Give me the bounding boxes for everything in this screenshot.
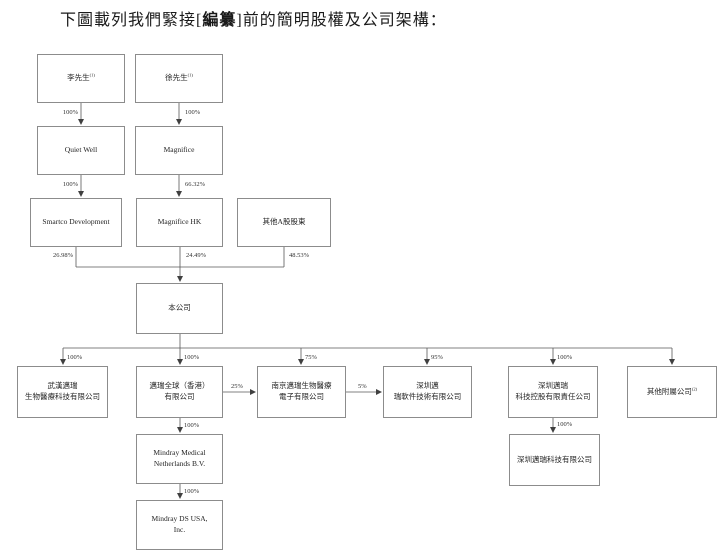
node-mindray-ds-usa-label: Mindray DS USA, Inc. — [151, 514, 208, 534]
pct-li-to-quiet-well: 100% — [62, 109, 78, 116]
node-smartco: Smartco Development — [30, 198, 122, 247]
node-magnifice-hk-label: Magnifice HK — [157, 217, 202, 227]
pct-company-to-nanjing: 75% — [305, 354, 317, 361]
pct-nanjing-to-sz-software: 5% — [358, 383, 367, 390]
node-mr-xu: 徐先生(1) — [135, 54, 223, 103]
node-mr-li-label: 李先生(1) — [67, 72, 95, 83]
node-other-a-shareholders-label: 其他A股股東 — [262, 217, 306, 227]
node-wuhan-mindray-label: 武漢邁瑞 生物醫療科技有限公司 — [25, 381, 100, 401]
pct-xu-to-magnifice: 100% — [185, 109, 201, 116]
node-shenzhen-mindray-software-label: 深圳邁 瑞軟件技術有限公司 — [393, 381, 462, 401]
node-nanjing-mindray-label: 南京邁瑞生物醫療 電子有限公司 — [271, 381, 332, 401]
node-mindray-netherlands-label: Mindray Medical Netherlands B.V. — [153, 448, 206, 468]
pct-company-to-sz-software: 95% — [431, 354, 443, 361]
node-company-label: 本公司 — [168, 303, 191, 313]
node-shenzhen-mindray-tech-holding: 深圳邁瑞 科技控股有限責任公司 — [508, 366, 598, 418]
pct-company-to-global-hk: 100% — [184, 354, 200, 361]
node-mindray-ds-usa: Mindray DS USA, Inc. — [136, 500, 223, 550]
pct-smartco-to-company: 26.98% — [52, 252, 73, 259]
node-mindray-netherlands: Mindray Medical Netherlands B.V. — [136, 434, 223, 484]
node-other-subsidiaries: 其他附屬公司(2) — [627, 366, 717, 418]
node-quiet-well: Quiet Well — [37, 126, 125, 175]
pct-netherlands-to-usa: 100% — [184, 488, 200, 495]
footnote-ref: (1) — [187, 72, 193, 78]
node-magnifice: Magnifice — [135, 126, 223, 175]
node-mindray-global-hk: 邁瑞全球（香港） 有限公司 — [136, 366, 223, 418]
node-mr-xu-label: 徐先生(1) — [165, 72, 193, 83]
node-other-a-shareholders: 其他A股股東 — [237, 198, 331, 247]
node-quiet-well-label: Quiet Well — [64, 145, 98, 155]
pct-magnifice-to-magnifice-hk: 66.32% — [185, 181, 206, 188]
pct-global-hk-to-netherlands: 100% — [184, 422, 200, 429]
node-mindray-global-hk-label: 邁瑞全球（香港） 有限公司 — [149, 381, 210, 401]
pct-global-hk-to-nanjing: 25% — [231, 383, 243, 390]
page-title: 下圖載列我們緊接[編纂]前的簡明股權及公司架構： — [60, 6, 447, 30]
node-wuhan-mindray: 武漢邁瑞 生物醫療科技有限公司 — [17, 366, 108, 418]
node-shenzhen-mindray-tech: 深圳邁瑞科技有限公司 — [509, 434, 600, 486]
pct-other-a-to-company: 48.53% — [289, 252, 310, 259]
node-mr-li: 李先生(1) — [37, 54, 125, 103]
footnote-ref: (1) — [89, 72, 95, 78]
pct-magnifice-hk-to-company: 24.49% — [186, 252, 207, 259]
pct-company-to-wuhan: 100% — [67, 354, 83, 361]
title-prefix: 下圖載列我們緊接[ — [60, 12, 203, 29]
node-smartco-label: Smartco Development — [42, 217, 110, 227]
node-nanjing-mindray: 南京邁瑞生物醫療 電子有限公司 — [257, 366, 346, 418]
node-shenzhen-mindray-tech-holding-label: 深圳邁瑞 科技控股有限責任公司 — [515, 381, 591, 401]
pct-company-to-sz-holding: 100% — [557, 354, 573, 361]
node-other-subsidiaries-label: 其他附屬公司(2) — [646, 386, 698, 396]
node-magnifice-hk: Magnifice HK — [136, 198, 223, 247]
pct-sz-holding-to-sz-tech: 100% — [557, 421, 573, 428]
node-company: 本公司 — [136, 283, 223, 334]
node-shenzhen-mindray-tech-label: 深圳邁瑞科技有限公司 — [517, 454, 592, 464]
footnote-ref: (2) — [691, 386, 698, 392]
title-redacted-term: 編纂 — [202, 12, 237, 29]
title-suffix: ]前的簡明股權及公司架構： — [236, 12, 447, 29]
pct-quiet-well-to-smartco: 100% — [62, 181, 78, 188]
node-shenzhen-mindray-software: 深圳邁 瑞軟件技術有限公司 — [383, 366, 472, 418]
node-magnifice-label: Magnifice — [163, 145, 195, 155]
